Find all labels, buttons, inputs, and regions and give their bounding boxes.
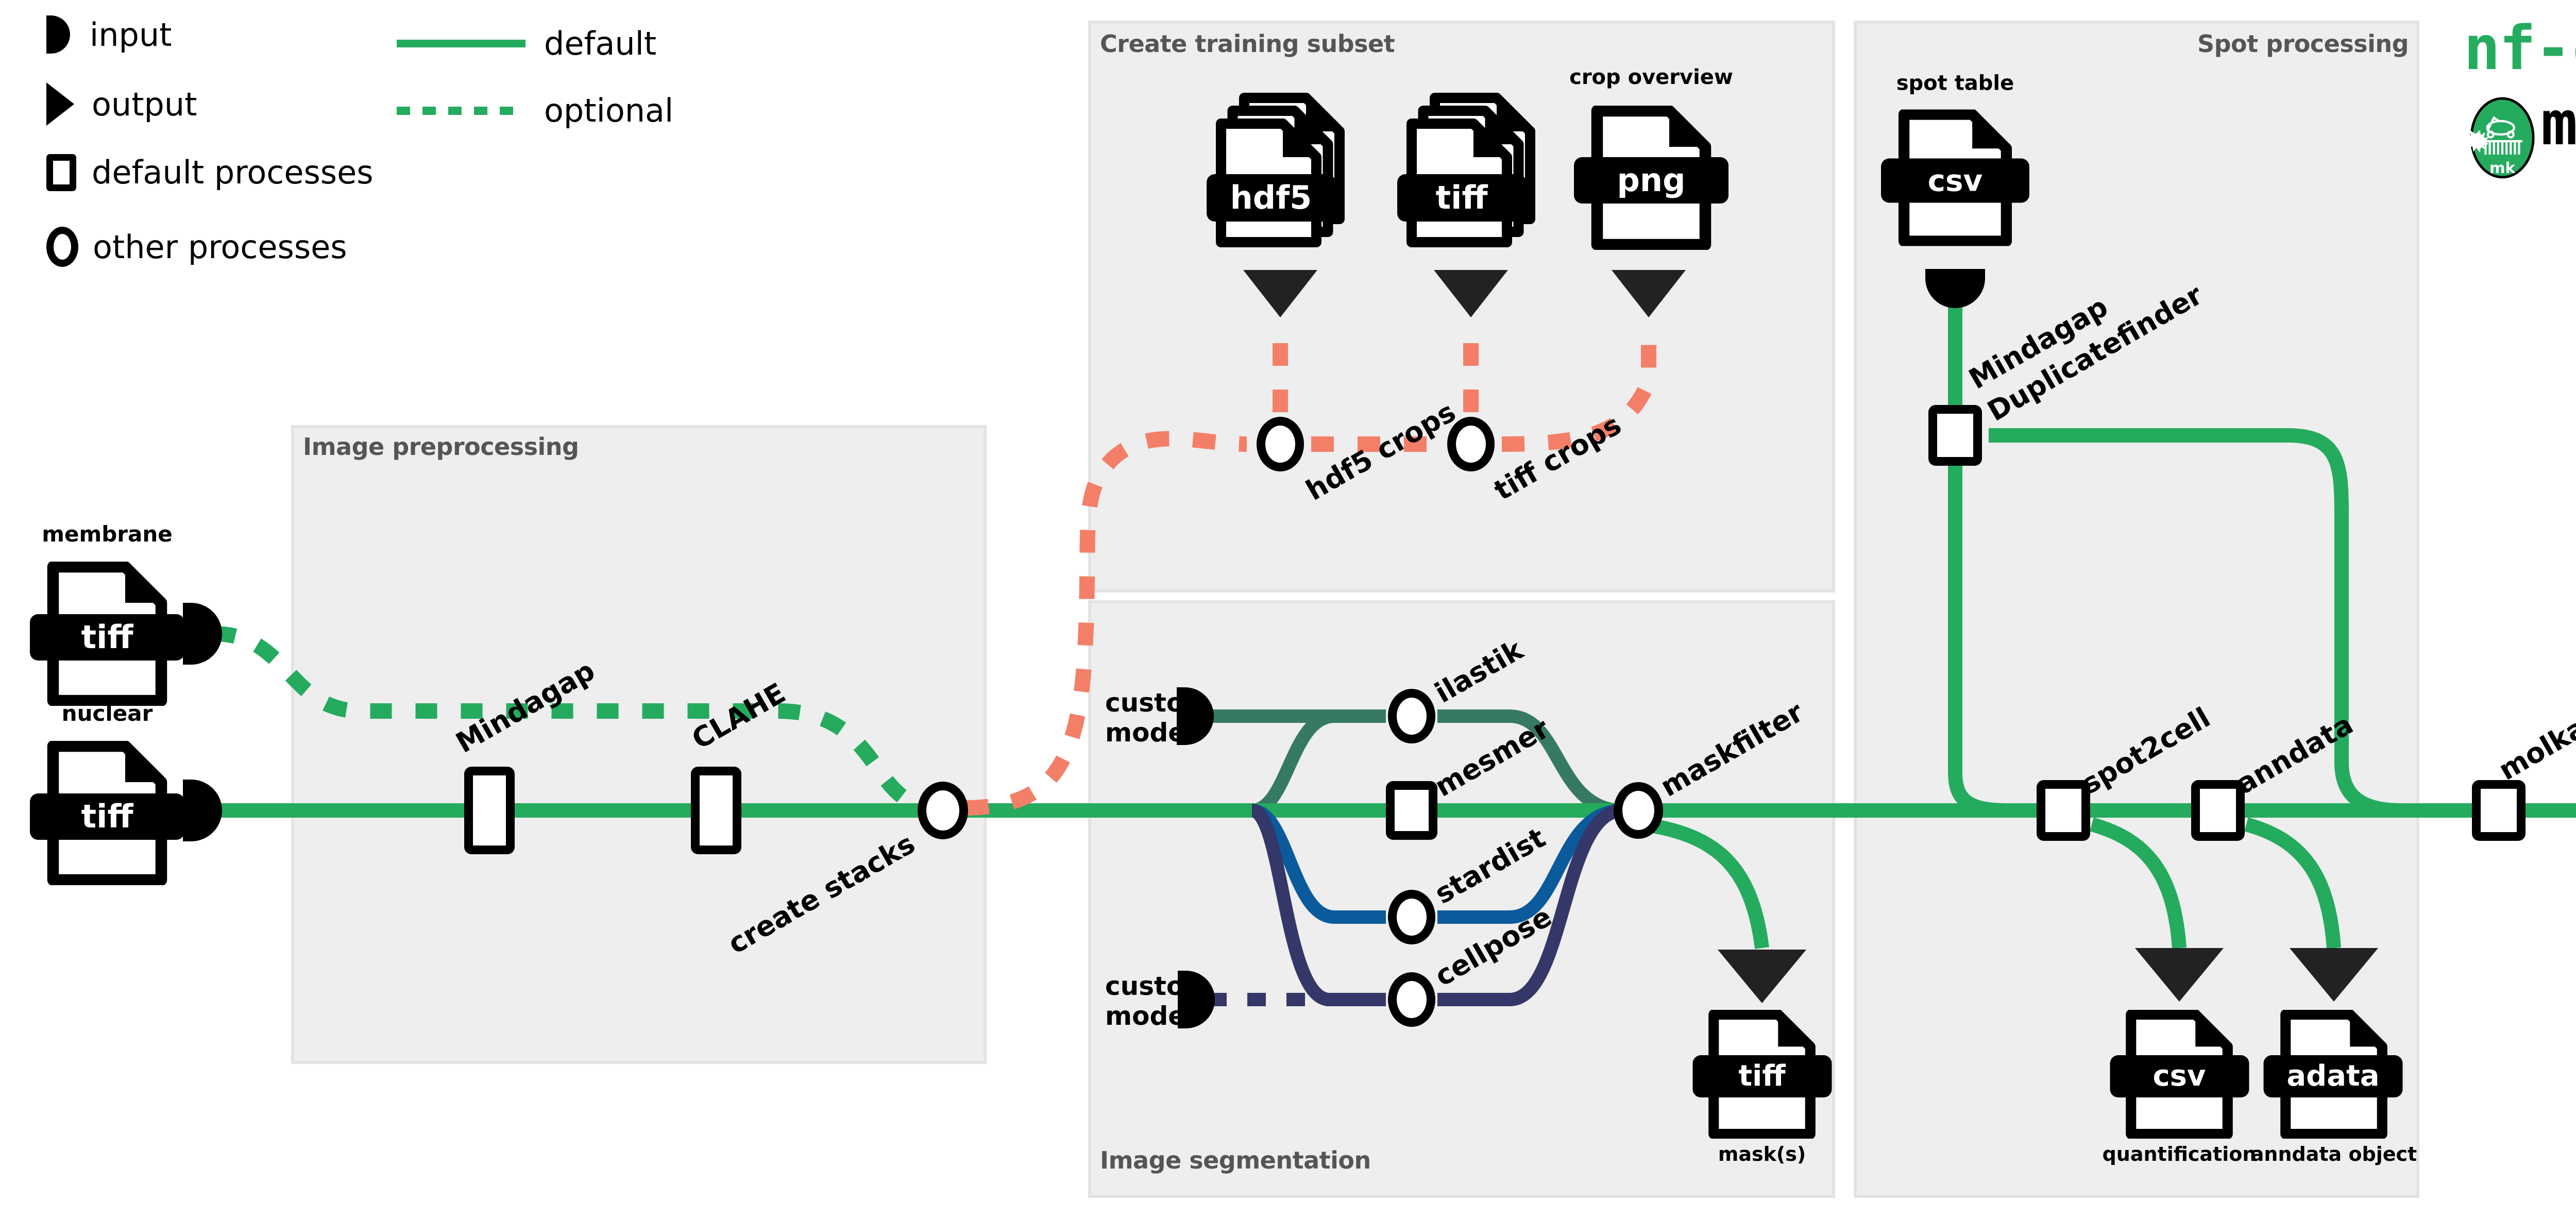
- legend-item-other-processes: other processes: [46, 227, 347, 267]
- file-ext-label: png: [1574, 157, 1728, 204]
- legend-label-other-processes: other processes: [93, 228, 347, 266]
- file-ext-label: tiff: [1397, 174, 1526, 222]
- process-molkartqc[interactable]: [2472, 780, 2526, 841]
- legend-label-default-line: default: [544, 25, 657, 62]
- process-create-stacks[interactable]: [918, 782, 968, 839]
- process-spot2cell[interactable]: [2037, 780, 2090, 841]
- input-caption-spot-table: spot table: [1896, 71, 2014, 95]
- output-file-masks: tiff mask(s): [1692, 1009, 1832, 1165]
- output-caption-quantification: quantification: [2102, 1143, 2257, 1165]
- panel-title-spot: Spot processing: [2197, 30, 2409, 58]
- nf-core-logo: nf-core/ molkart mk: [2464, 5, 2576, 211]
- output-marker-masks: [1718, 950, 1806, 1003]
- output-marker-png: [1612, 270, 1686, 317]
- output-file-tiff-crops: tiff: [1397, 93, 1546, 247]
- file-ext-label: tiff: [30, 793, 184, 840]
- process-mindagap[interactable]: [464, 767, 515, 854]
- file-ext-label: csv: [1881, 158, 2029, 203]
- panel-title-segmentation: Image segmentation: [1100, 1146, 1371, 1174]
- process-anndata[interactable]: [2191, 780, 2245, 841]
- process-clahe[interactable]: [691, 767, 741, 854]
- process-cellpose[interactable]: [1388, 972, 1435, 1027]
- output-marker-icon: [46, 82, 74, 126]
- stacked-file-glyph: [1406, 93, 1535, 247]
- panel-image-preprocessing: [291, 425, 987, 1064]
- panel-title-preprocessing: Image preprocessing: [303, 433, 579, 461]
- output-marker-quantification: [2135, 948, 2224, 1002]
- legend: input output default processes other pro…: [46, 15, 793, 304]
- square-process-icon: [46, 154, 76, 191]
- output-caption-masks: mask(s): [1718, 1143, 1806, 1165]
- molkart-badge-icon: mk: [2469, 97, 2535, 179]
- input-caption-nuclear: nuclear: [61, 701, 153, 726]
- file-ext-label: hdf5: [1207, 174, 1335, 222]
- legend-label-output: output: [92, 85, 197, 123]
- legend-item-input: input: [46, 15, 172, 54]
- legend-label-default-processes: default processes: [92, 154, 374, 191]
- logo-org-line: nf-core/: [2464, 12, 2576, 83]
- legend-label-optional-line: optional: [544, 92, 674, 129]
- input-file-nuclear: nuclear tiff: [30, 701, 184, 886]
- process-maskfilter[interactable]: [1614, 782, 1663, 839]
- dotted-line-icon: [397, 106, 526, 115]
- output-file-quantification: csv quantification: [2103, 1009, 2256, 1165]
- logo-pipeline-line: molkart: [2541, 88, 2576, 159]
- output-marker-hdf5: [1243, 270, 1317, 317]
- file-ext-label: csv: [2110, 1055, 2249, 1097]
- output-file-hdf5-crops: hdf5: [1207, 93, 1355, 247]
- process-mindagap-duplicatefinder[interactable]: [1928, 405, 1982, 466]
- legend-line-optional: optional: [397, 92, 673, 129]
- output-caption-crop-overview: crop overview: [1569, 65, 1733, 89]
- input-file-spot-table: spot table csv: [1881, 72, 2029, 247]
- file-ext-label: adata: [2263, 1055, 2403, 1097]
- legend-line-default: default: [397, 25, 656, 62]
- output-file-anndata-object: adata anndata object: [2251, 1009, 2417, 1165]
- solid-line-icon: [397, 40, 526, 47]
- process-stardist[interactable]: [1388, 890, 1435, 944]
- process-mesmer[interactable]: [1386, 781, 1437, 840]
- process-ilastik[interactable]: [1388, 689, 1435, 743]
- badge-label: mk: [2489, 159, 2516, 177]
- file-ext-label: tiff: [30, 614, 184, 661]
- logo-nf-text: nf-core: [2464, 12, 2576, 83]
- legend-item-output: output: [46, 82, 197, 126]
- process-hdf5-crops[interactable]: [1257, 417, 1304, 471]
- output-file-crop-overview: crop overview png: [1569, 65, 1733, 251]
- output-marker-anndata-object: [2290, 948, 2378, 1002]
- input-marker-icon: [46, 15, 70, 54]
- panel-title-training: Create training subset: [1100, 30, 1395, 58]
- stacked-file-glyph: [1216, 93, 1345, 247]
- output-caption-anndata-object: anndata object: [2250, 1143, 2417, 1165]
- circle-process-icon: [46, 227, 78, 267]
- input-file-membrane: membrane tiff: [30, 521, 184, 707]
- legend-label-input: input: [90, 15, 172, 54]
- input-caption-membrane: membrane: [42, 521, 173, 547]
- legend-item-default-processes: default processes: [46, 154, 374, 191]
- process-tiff-crops[interactable]: [1447, 417, 1495, 471]
- output-marker-tiff-crops: [1434, 270, 1508, 317]
- file-ext-label: tiff: [1692, 1055, 1832, 1097]
